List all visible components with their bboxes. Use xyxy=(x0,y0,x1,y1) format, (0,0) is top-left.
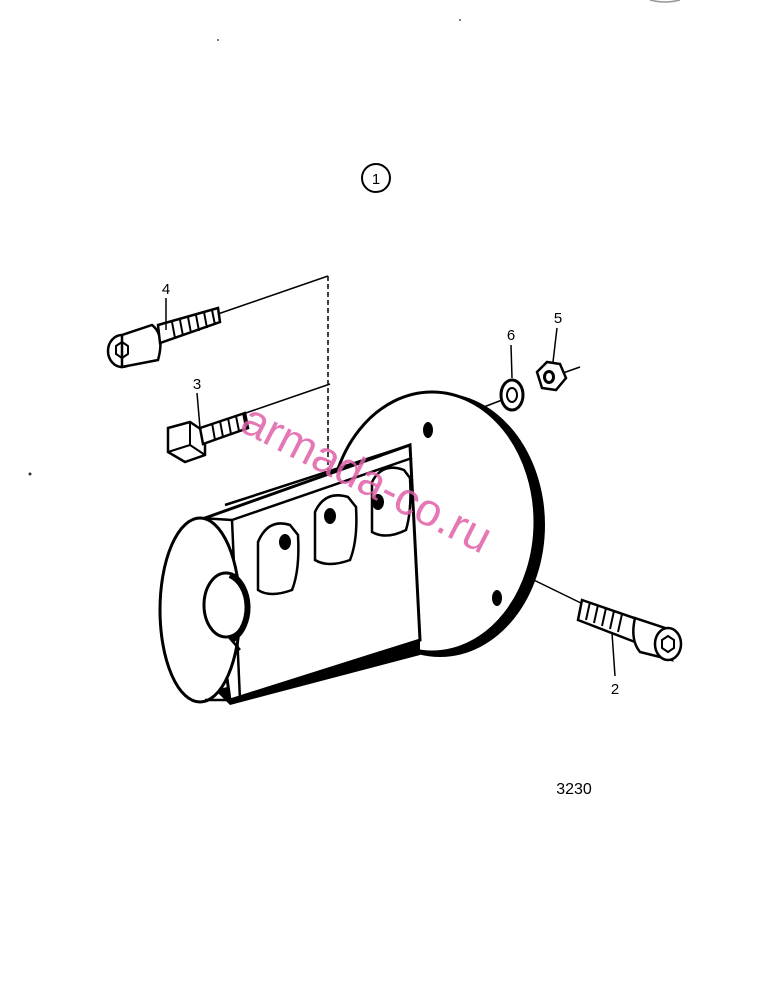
hex-head-bolt-3 xyxy=(166,411,250,464)
coupling-body xyxy=(158,442,422,705)
flange-bolt-hole-lower xyxy=(492,590,502,606)
nut-5 xyxy=(535,360,568,392)
clamp-pocket-2 xyxy=(313,494,358,566)
bolt3-leader-line xyxy=(239,383,331,416)
clamp-pocket-1 xyxy=(256,522,300,596)
socket-head-bolt-4 xyxy=(106,306,222,369)
assembly-number-marker: 1 xyxy=(361,163,391,193)
callout-leaders xyxy=(165,298,616,677)
callout-label-5: 5 xyxy=(554,310,562,327)
socket-head-bolt-2 xyxy=(576,598,683,662)
assembly-number: 1 xyxy=(372,171,380,188)
flange-bolt-hole-upper xyxy=(423,422,433,438)
bolt4-leader-line xyxy=(214,275,329,316)
figure-number: 3230 xyxy=(556,781,592,798)
clamp-pocket-3 xyxy=(370,466,412,537)
callout-label-3: 3 xyxy=(193,376,201,393)
nut-axis-line xyxy=(562,366,581,374)
washer-6 xyxy=(499,378,525,412)
callout-label-6: 6 xyxy=(507,327,515,344)
callout-label-2: 2 xyxy=(611,681,619,698)
callout-label-4: 4 xyxy=(162,281,170,298)
